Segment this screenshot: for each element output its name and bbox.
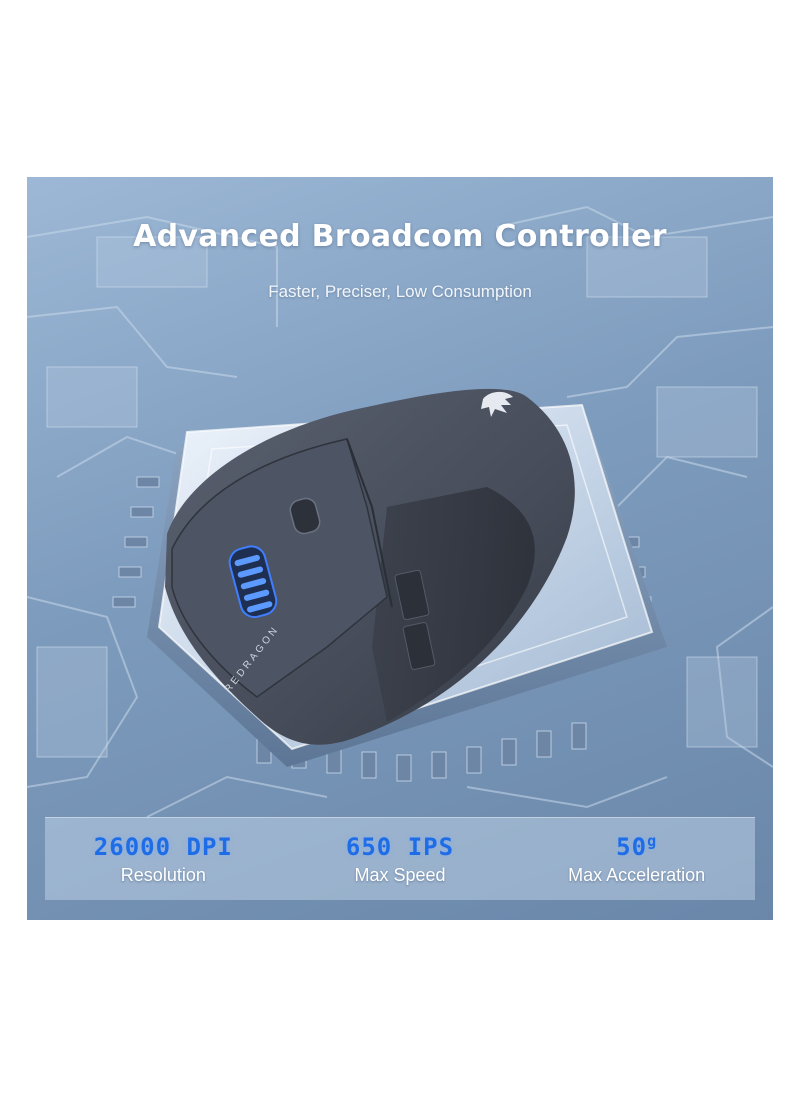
- spec-value: 50g: [522, 832, 752, 861]
- spec-unit: g: [647, 832, 658, 850]
- spec-max-speed: 650 IPS Max Speed: [285, 833, 515, 886]
- gaming-mouse: REDRAGON: [165, 388, 575, 745]
- scroll-wheel: [228, 545, 278, 619]
- dpi-button: [289, 497, 321, 535]
- side-buttons: [394, 569, 436, 670]
- specs-bar: 26000 DPI Resolution 650 IPS Max Speed 5…: [45, 817, 755, 900]
- mouse-left-button: [171, 438, 388, 698]
- spec-value: 650 IPS: [345, 832, 455, 861]
- product-image-panel: REDRAGON Advanced Broadcom Controller Fa…: [27, 177, 773, 920]
- spec-label: Resolution: [120, 864, 206, 885]
- redragon-dragon-logo-icon: [481, 391, 513, 417]
- headline: Advanced Broadcom Controller: [133, 219, 667, 254]
- spec-resolution: 26000 DPI Resolution: [48, 833, 278, 886]
- spec-number: 50: [616, 833, 648, 861]
- circuit-traces: [27, 205, 773, 818]
- spec-label: Max Acceleration: [568, 865, 706, 885]
- circuit-blocks: [36, 236, 758, 758]
- spec-value: 26000 DPI: [93, 832, 233, 861]
- spec-max-acceleration: 50g Max Acceleration: [522, 832, 752, 886]
- spec-label: Max Speed: [354, 864, 446, 885]
- subheadline: Faster, Preciser, Low Consumption: [268, 282, 532, 301]
- circuit-board-illustration: REDRAGON: [27, 205, 773, 818]
